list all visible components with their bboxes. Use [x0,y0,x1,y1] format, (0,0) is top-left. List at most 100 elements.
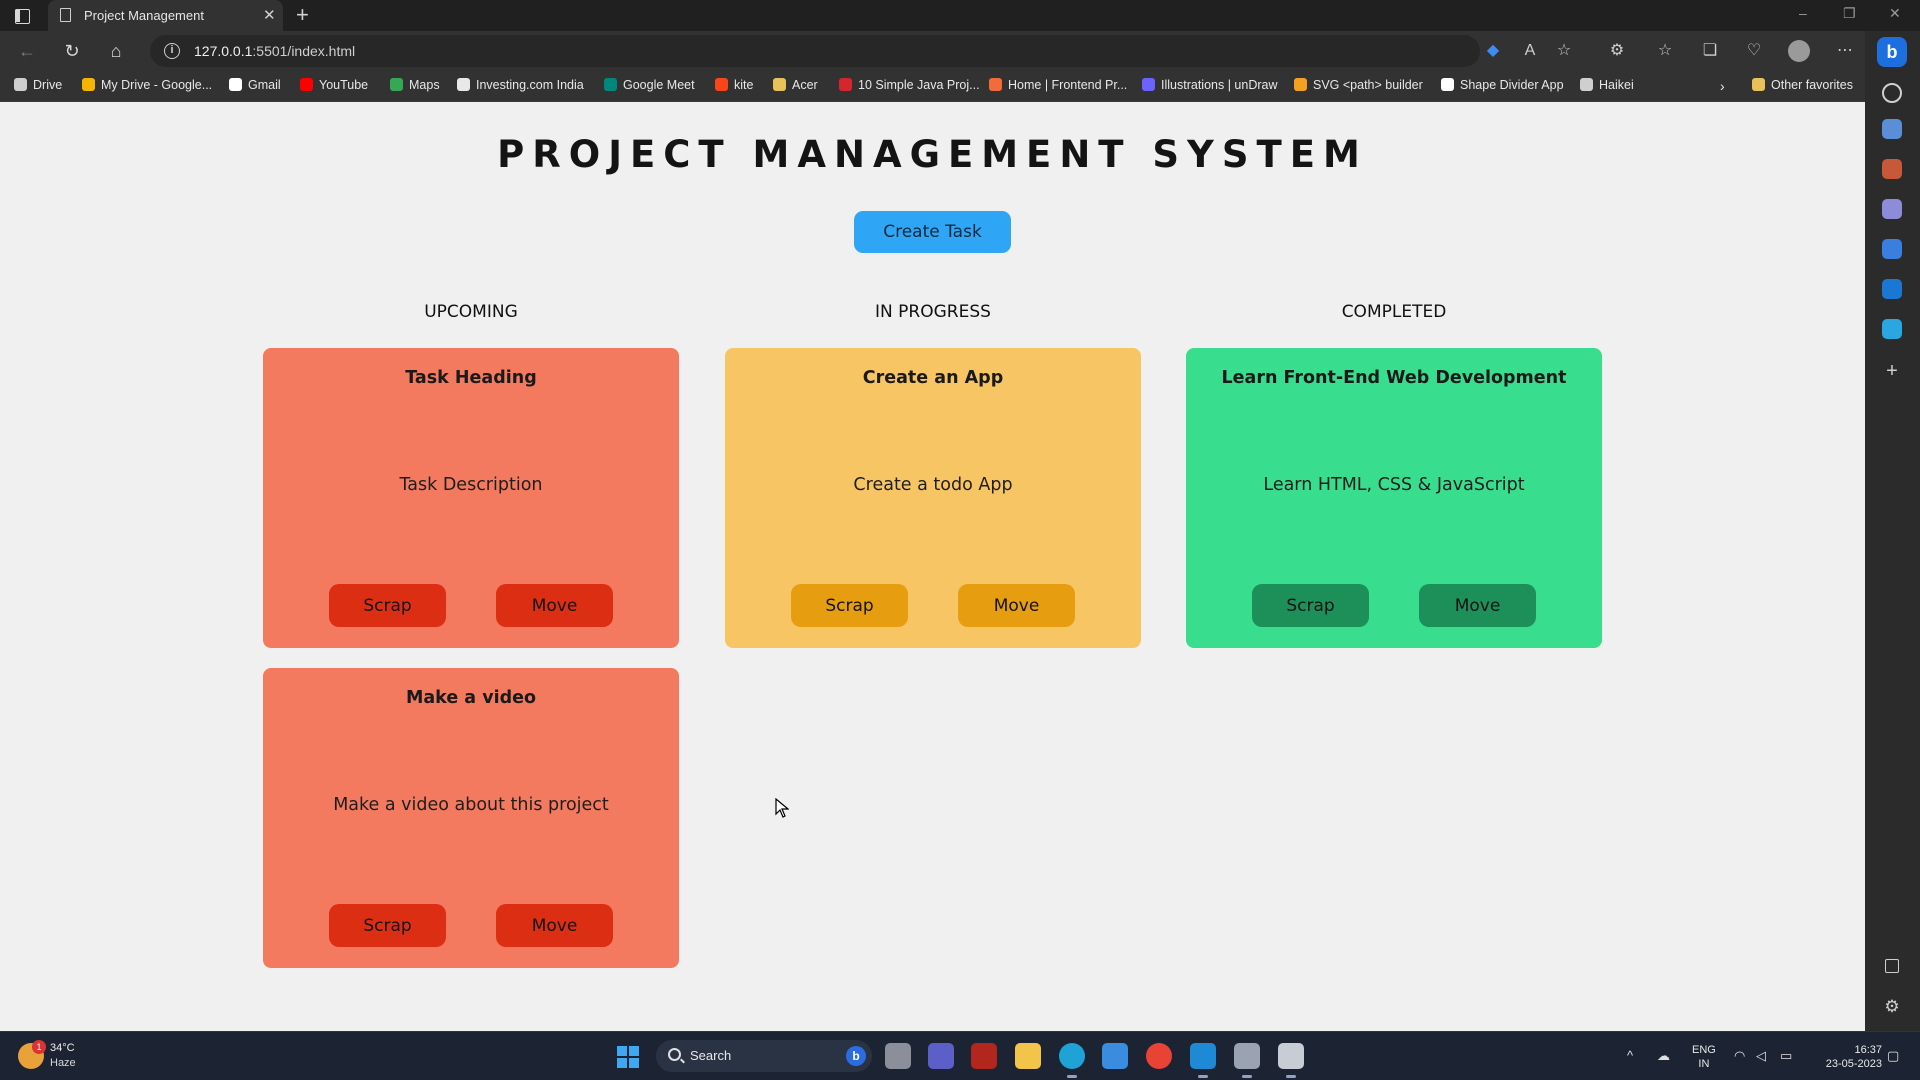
more-menu-icon[interactable]: ⋯ [1837,42,1853,59]
game-app-icon[interactable] [971,1043,997,1069]
games-icon[interactable] [1882,199,1902,219]
create-task-button[interactable]: Create Task [854,211,1011,253]
bookmark-shape-divider[interactable]: Shape Divider App [1441,78,1564,92]
chevron-up-icon[interactable]: ^ [1627,1048,1634,1063]
scrap-button[interactable]: Scrap [791,584,908,627]
bookmark-my-drive[interactable]: My Drive - Google... [82,78,212,92]
weather-condition[interactable]: Haze [50,1057,76,1069]
favorites-icon[interactable]: ☆ [1657,42,1673,59]
refresh-icon[interactable]: ↻ [64,41,80,61]
scrap-button[interactable]: Scrap [1252,584,1369,627]
window-close-icon[interactable]: ✕ [1889,5,1901,21]
url-text[interactable]: 127.0.0.1:5501/index.html [194,43,356,59]
performance-icon[interactable]: ♡ [1746,42,1762,59]
restore-icon[interactable]: ❐ [1843,5,1856,21]
bookmark-svg-builder[interactable]: SVG <path> builder [1294,78,1423,92]
vscode-icon[interactable] [1190,1043,1216,1069]
windows-start-icon[interactable] [617,1046,639,1068]
mouse-cursor-icon [775,797,790,823]
add-favorite-icon[interactable]: ☆ [1556,42,1572,59]
close-tab-icon[interactable]: ✕ [263,7,276,24]
add-icon[interactable]: + [1886,360,1898,382]
move-button[interactable]: Move [496,584,613,627]
bookmark-drive[interactable]: Drive [14,78,62,92]
site-info-icon[interactable]: i [164,43,180,59]
app-icon[interactable] [1234,1043,1260,1069]
bookmark-acer[interactable]: Acer [773,78,818,92]
copilot-icon[interactable]: b [1877,37,1907,67]
move-button[interactable]: Move [958,584,1075,627]
move-button[interactable]: Move [1419,584,1536,627]
bookmark-kite[interactable]: kite [715,78,753,92]
bing-icon[interactable]: b [846,1046,866,1066]
profile-avatar-icon[interactable] [1788,40,1810,62]
extensions-icon[interactable]: ⚙ [1609,42,1625,59]
wifi-icon[interactable]: ◠ [1734,1048,1746,1063]
edge-browser-icon[interactable] [1059,1043,1085,1069]
drop-icon[interactable] [1882,319,1902,339]
taskbar-search[interactable]: Search b [656,1040,872,1072]
split-screen-icon[interactable] [1885,959,1899,973]
shopping-tag-icon[interactable] [1882,119,1902,139]
outlook-icon[interactable] [1882,279,1902,299]
notifications-icon[interactable]: ▢ [1887,1048,1900,1063]
bookmark-other-favorites[interactable]: Other favorites [1752,78,1853,92]
bookmark-haikei[interactable]: Haikei [1580,78,1634,92]
search-icon[interactable] [1882,83,1902,103]
frontend-mentor-icon [989,78,1002,91]
bookmark-frontend[interactable]: Home | Frontend Pr... [989,78,1127,92]
task-card: Create an App Create a todo App Scrap Mo… [725,348,1141,648]
active-tab[interactable] [48,0,283,31]
new-tab-icon[interactable]: + [296,2,309,27]
bookmark-investing[interactable]: Investing.com India [457,78,584,92]
page-title: PROJECT MANAGEMENT SYSTEM [497,133,1368,176]
coupon-tag-icon[interactable]: ◆ [1486,42,1500,59]
address-bar[interactable]: i 127.0.0.1:5501/index.html ◆ A ☆ [150,35,1571,67]
file-explorer-icon[interactable] [1015,1043,1041,1069]
bookmark-maps[interactable]: Maps [390,78,440,92]
scrap-button[interactable]: Scrap [329,584,446,627]
read-aloud-icon[interactable]: A [1524,42,1536,59]
chrome-icon[interactable] [1146,1043,1172,1069]
bookmark-gmail[interactable]: Gmail [229,78,281,92]
document-icon [1580,78,1593,91]
microsoft-store-icon[interactable] [1102,1043,1128,1069]
presentation-app-icon[interactable] [1278,1043,1304,1069]
home-icon[interactable]: ⌂ [110,41,122,61]
folder-icon [773,78,786,91]
onedrive-cloud-icon[interactable]: ☁ [1657,1048,1670,1063]
task-description: Make a video about this project [333,795,609,815]
weather-temperature[interactable]: 34°C [50,1042,75,1054]
active-app-indicator [1198,1075,1208,1078]
task-title: Create an App [862,368,1004,388]
bookmark-google-meet[interactable]: Google Meet [604,78,695,92]
back-icon[interactable]: ← [18,41,36,61]
minimize-icon[interactable]: – [1799,5,1807,21]
task-title: Make a video [405,688,537,708]
teams-chat-icon[interactable] [928,1043,954,1069]
weather-badge: 1 [32,1040,46,1054]
task-description: Learn HTML, CSS & JavaScript [1263,475,1525,495]
tab-actions-icon[interactable] [12,7,32,25]
chevron-right-icon[interactable]: › [1720,78,1725,94]
page-icon [60,8,71,22]
battery-icon[interactable]: ▭ [1780,1048,1793,1063]
move-button[interactable]: Move [496,904,613,947]
settings-gear-icon[interactable]: ⚙ [1884,997,1900,1016]
edge-sidebar: b + ⚙ [1865,31,1920,1031]
volume-icon[interactable]: ◁ [1756,1048,1766,1063]
collections-icon[interactable]: ❏ [1702,42,1718,59]
column-heading-upcoming: UPCOMING [424,302,518,322]
task-title: Task Heading [405,368,537,388]
task-card: Learn Front-End Web Development Learn HT… [1186,348,1602,648]
bookmark-youtube[interactable]: YouTube [300,78,368,92]
tools-icon[interactable] [1882,159,1902,179]
bookmark-undraw[interactable]: Illustrations | unDraw [1142,78,1278,92]
scrap-button[interactable]: Scrap [329,904,446,947]
bookmark-java-projects[interactable]: 10 Simple Java Proj... [839,78,980,92]
task-view-icon[interactable] [885,1043,911,1069]
microsoft-365-icon[interactable] [1882,239,1902,259]
column-heading-completed: COMPLETED [1341,302,1447,322]
